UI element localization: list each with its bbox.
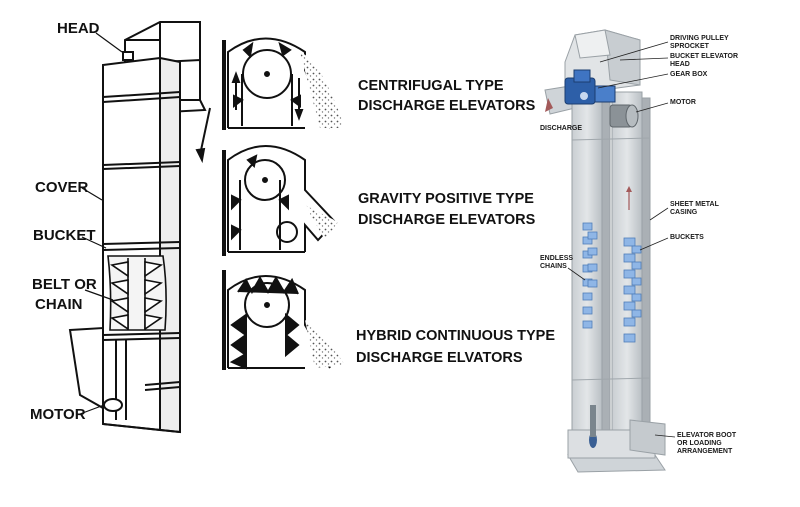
label-endless: ENDLESS (540, 255, 573, 262)
label-discharge: DISCHARGE (540, 125, 582, 132)
label-chain: CHAIN (35, 296, 83, 313)
bucket-cutaway (107, 255, 167, 331)
label-motor-right: MOTOR (670, 99, 696, 106)
label-buckets: BUCKETS (670, 234, 704, 241)
label-head: HEAD (57, 20, 100, 37)
centrifugal-panel (222, 37, 342, 130)
type-2-line-1: GRAVITY POSITIVE TYPE (358, 191, 534, 207)
label-casing: CASING (670, 209, 698, 216)
label-cover: COVER (35, 179, 89, 196)
right-labels: DRIVING PULLEY SPROCKET BUCKET ELEVATOR … (540, 35, 738, 455)
buckets-right (623, 237, 642, 343)
boot-unit (567, 405, 666, 473)
boot-section (68, 326, 127, 420)
type-3-line-2: DISCHARGE ELVATORS (356, 350, 523, 366)
type-2-line-2: DISCHARGE ELEVATORS (358, 212, 536, 228)
label-gear-box: GEAR BOX (670, 71, 708, 78)
type-1-line-1: CENTRIFUGAL TYPE (358, 78, 504, 94)
hybrid-panel (222, 270, 345, 370)
buckets-left (582, 222, 598, 329)
label-sprocket: SPROCKET (670, 43, 710, 50)
type-3-line-1: HYBRID CONTINUOUS TYPE (356, 328, 555, 344)
drive-unit (564, 69, 639, 128)
gravity-panel (222, 145, 338, 256)
label-boot-1: ELEVATOR BOOT (677, 432, 737, 439)
left-leader-lines (79, 32, 123, 415)
discharge-type-labels: CENTRIFUGAL TYPE DISCHARGE ELEVATORS GRA… (356, 78, 555, 366)
elevator-sketch (68, 21, 211, 434)
label-elevator-head-1: BUCKET ELEVATOR (670, 53, 738, 60)
label-boot-3: ARRANGEMENT (677, 448, 733, 455)
label-boot-2: OR LOADING (677, 440, 722, 447)
label-belt-or: BELT OR (32, 276, 97, 293)
label-chains: CHAINS (540, 263, 567, 270)
discharge-types (222, 37, 345, 370)
left-labels: HEAD COVER BUCKET BELT OR CHAIN MOTOR (30, 20, 100, 423)
label-elevator-head-2: HEAD (670, 61, 690, 68)
right-leader-lines (567, 41, 676, 438)
elevator-3d-illustration (544, 29, 666, 473)
label-motor: MOTOR (30, 406, 86, 423)
casing-body (102, 56, 211, 434)
label-bucket: BUCKET (33, 227, 96, 244)
label-driving-pulley: DRIVING PULLEY (670, 35, 729, 42)
label-sheet-metal: SHEET METAL (670, 201, 720, 208)
type-1-line-2: DISCHARGE ELEVATORS (358, 98, 536, 114)
